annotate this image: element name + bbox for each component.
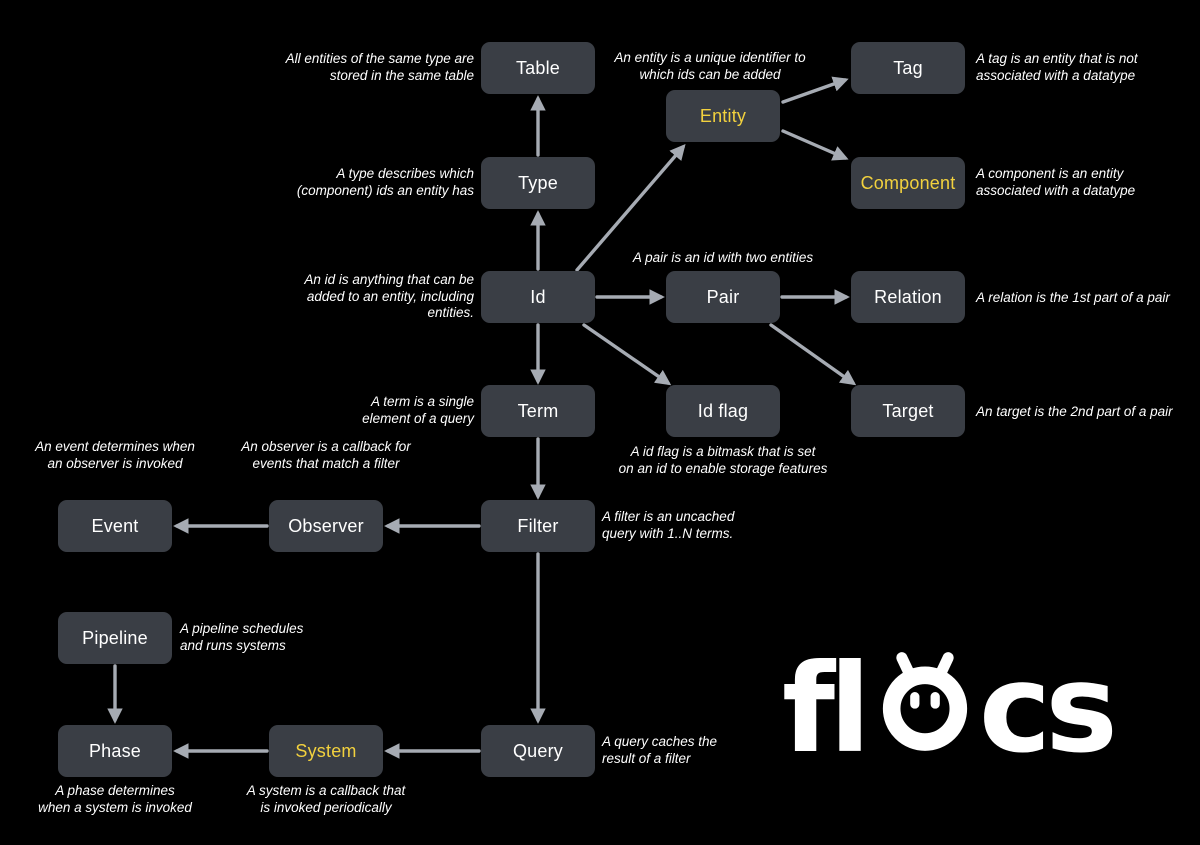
- note-event: An event determines when an observer is …: [35, 439, 195, 471]
- note-id: An id is anything that can be added to a…: [304, 272, 474, 321]
- note-pair: A pair is an id with two entities: [632, 250, 814, 265]
- node-id: Id: [481, 271, 595, 323]
- flecs-logo: fl cs: [782, 638, 1118, 780]
- edge-pair-to-target: [769, 323, 857, 386]
- node-pipeline: Pipeline: [58, 612, 172, 664]
- note-tag: A tag is an entity that is not associate…: [976, 51, 1138, 83]
- node-type: Type: [481, 157, 595, 209]
- node-query: Query: [481, 725, 595, 777]
- note-type: A type describes which (component) ids a…: [296, 166, 474, 198]
- node-filter: Filter: [481, 500, 595, 552]
- edge-id-to-idflag: [582, 323, 672, 386]
- note-phase: A phase determines when a system is invo…: [38, 783, 192, 815]
- flecs-mascot-face-icon: [882, 652, 968, 751]
- node-target: Target: [851, 385, 965, 437]
- logo-text-cs: cs: [978, 638, 1118, 780]
- node-pair: Pair: [666, 271, 780, 323]
- note-term: A term is a single element of a query: [362, 394, 474, 426]
- note-entity: An entity is a unique identifier to whic…: [614, 50, 806, 82]
- node-idflag: Id flag: [666, 385, 780, 437]
- note-pipeline: A pipeline schedules and runs systems: [180, 621, 304, 653]
- node-system: System: [269, 725, 383, 777]
- note-relation: A relation is the 1st part of a pair: [976, 290, 1170, 305]
- edge-entity-to-component: [781, 129, 849, 161]
- note-table: All entities of the same type are stored…: [285, 51, 474, 83]
- note-filter: A filter is an uncached query with 1..N …: [602, 509, 735, 541]
- note-target: An target is the 2nd part of a pair: [976, 404, 1173, 419]
- note-system: A system is a callback that is invoked p…: [246, 783, 406, 815]
- note-query: A query caches the result of a filter: [602, 734, 718, 766]
- node-phase: Phase: [58, 725, 172, 777]
- node-component: Component: [851, 157, 965, 209]
- logo-text-fl: fl: [782, 638, 871, 780]
- node-event: Event: [58, 500, 172, 552]
- note-component: A component is an entity associated with…: [976, 166, 1136, 198]
- node-entity: Entity: [666, 90, 780, 142]
- node-tag: Tag: [851, 42, 965, 94]
- note-idflag: A id flag is a bitmask that is set on an…: [618, 444, 828, 476]
- node-term: Term: [481, 385, 595, 437]
- node-observer: Observer: [269, 500, 383, 552]
- node-table: Table: [481, 42, 595, 94]
- note-observer: An observer is a callback for events tha…: [241, 439, 411, 471]
- node-relation: Relation: [851, 271, 965, 323]
